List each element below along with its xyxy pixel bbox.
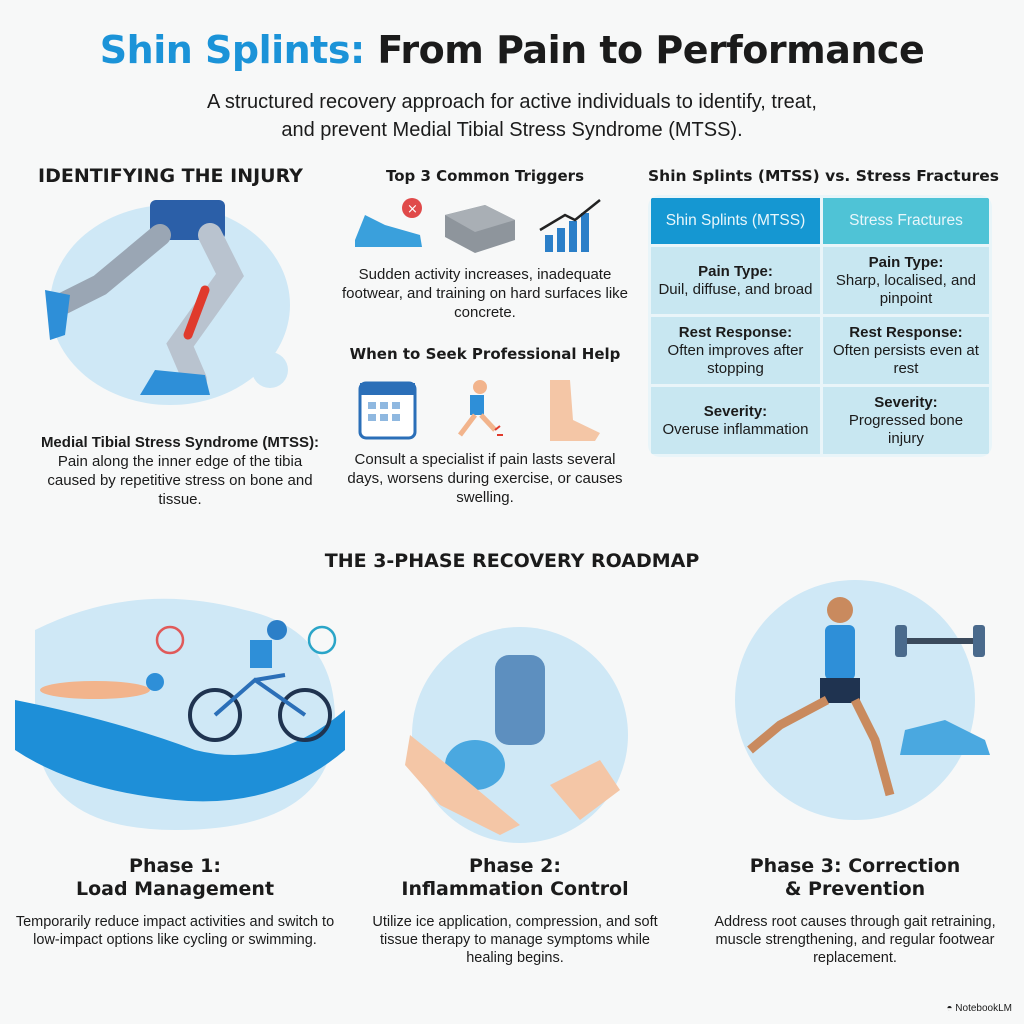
cell: Pain Type:Duil, diffuse, and broad bbox=[651, 247, 820, 314]
svg-text:×: × bbox=[407, 202, 418, 217]
cell-value: Duil, diffuse, and broad bbox=[658, 280, 813, 298]
help-icons bbox=[358, 380, 600, 441]
cell: Pain Type:Sharp, localised, and pinpoint bbox=[822, 247, 989, 314]
identify-heading: IDENTIFYING THE INJURY bbox=[38, 165, 303, 187]
phase-title: & Prevention bbox=[784, 878, 926, 900]
phase-text: Address root causes through gait retrain… bbox=[714, 914, 996, 966]
running-shoe-icon bbox=[900, 720, 990, 755]
triggers-heading: Top 3 Common Triggers bbox=[385, 167, 585, 185]
row-label: Rest Response: bbox=[678, 323, 793, 341]
row-label: Severity: bbox=[874, 393, 938, 411]
phase-title: Phase 2: bbox=[469, 855, 561, 877]
shoe-x-icon: × bbox=[355, 198, 422, 247]
notebooklm-logo-icon: ◓ bbox=[946, 1003, 956, 1014]
row-label: Severity: bbox=[703, 402, 768, 420]
swollen-foot-icon bbox=[550, 380, 600, 441]
title-accent: Shin Splints: bbox=[99, 28, 365, 72]
cell: Severity:Progressed bone injury bbox=[822, 387, 989, 454]
triggers-text: Sudden activity increases, inadequate fo… bbox=[341, 266, 628, 321]
column-header-mtss: Shin Splints (MTSS) bbox=[651, 198, 820, 244]
cell-value: Overuse inflammation bbox=[662, 420, 809, 438]
ice-compression-illustration bbox=[405, 627, 628, 843]
triggers-icons: × bbox=[355, 198, 601, 253]
cell: Severity:Overuse inflammation bbox=[651, 387, 820, 454]
row-label: Pain Type: bbox=[868, 253, 944, 271]
page-title: Shin Splints: From Pain to Performance bbox=[0, 28, 1024, 72]
cell: Rest Response:Often persists even at res… bbox=[822, 317, 989, 384]
brand-label: NotebookLM bbox=[955, 1003, 1012, 1014]
concrete-block-icon bbox=[445, 205, 515, 253]
row-label: Rest Response: bbox=[849, 323, 963, 341]
calendar-icon bbox=[358, 381, 417, 440]
running-leg-illustration bbox=[45, 200, 290, 405]
phase-text: Utilize ice application, compression, an… bbox=[372, 914, 658, 966]
no-impact-icon bbox=[307, 625, 337, 655]
runner-strength-illustration bbox=[735, 580, 990, 820]
subtitle: A structured recovery approach for activ… bbox=[0, 88, 1024, 144]
cell-value: Sharp, localised, and pinpoint bbox=[835, 271, 977, 307]
help-text: Consult a specialist if pain lasts sever… bbox=[347, 451, 623, 506]
table-row: Rest Response:Often improves after stopp… bbox=[651, 317, 989, 384]
phase-title: Phase 1: bbox=[129, 855, 221, 877]
phase-title: Load Management bbox=[75, 878, 275, 900]
dumbbell-icon bbox=[895, 625, 985, 657]
notebooklm-watermark: ◓ NotebookLM bbox=[946, 1003, 1012, 1014]
comparison-table: Shin Splints (MTSS)Stress Fractures Pain… bbox=[648, 195, 992, 457]
cell-value: Often persists even at rest bbox=[833, 341, 979, 377]
mtss-definition: Medial Tibial Stress Syndrome (MTSS): Pa… bbox=[35, 433, 325, 509]
cell: Rest Response:Often improves after stopp… bbox=[651, 317, 820, 384]
cell-value: Progressed bone injury bbox=[848, 411, 964, 447]
subtitle-line: A structured recovery approach for activ… bbox=[207, 91, 817, 113]
comparison-heading: Shin Splints (MTSS) vs. Stress Fractures bbox=[648, 167, 999, 185]
phase-title: Inflammation Control bbox=[401, 878, 629, 900]
rising-chart-icon bbox=[539, 199, 601, 252]
roadmap-heading: THE 3-PHASE RECOVERY ROADMAP bbox=[324, 550, 700, 572]
runner-pain-icon bbox=[458, 380, 503, 437]
mtss-term: Medial Tibial Stress Syndrome (MTSS): bbox=[40, 434, 320, 451]
subtitle-line: and prevent Medial Tibial Stress Syndrom… bbox=[281, 119, 743, 141]
no-impact-icon bbox=[155, 625, 185, 655]
title-rest: From Pain to Performance bbox=[364, 28, 925, 72]
mtss-description: Pain along the inner edge of the tibia c… bbox=[47, 453, 313, 508]
row-label: Pain Type: bbox=[698, 262, 773, 280]
swim-cycle-illustration bbox=[15, 598, 345, 830]
column-header-fracture: Stress Fractures bbox=[822, 198, 989, 244]
phase-text: Temporarily reduce impact activities and… bbox=[15, 914, 335, 948]
help-heading: When to Seek Professional Help bbox=[349, 345, 621, 363]
phase-title: Phase 3: Correction bbox=[749, 855, 961, 877]
cell-value: Often improves after stopping bbox=[667, 341, 804, 377]
